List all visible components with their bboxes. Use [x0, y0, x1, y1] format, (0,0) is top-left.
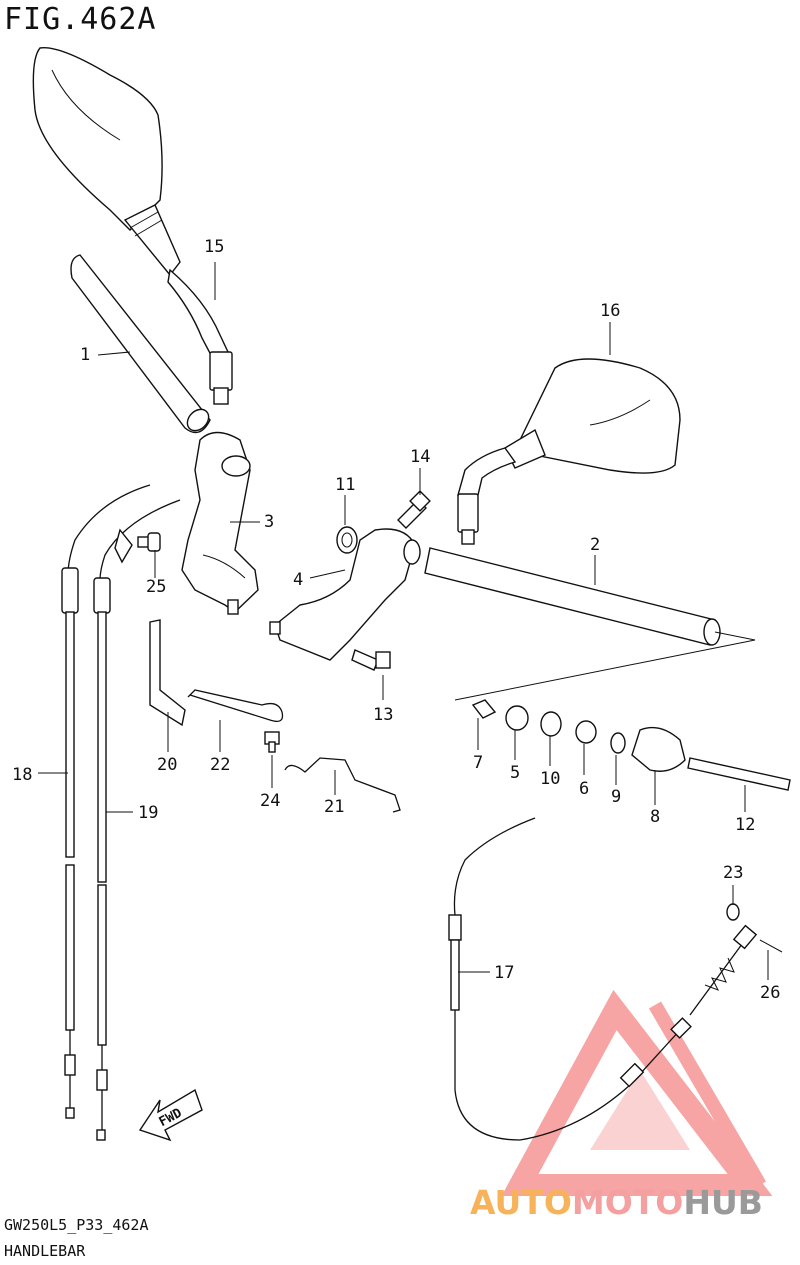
callout-26: 26: [760, 983, 780, 1003]
callout-24: 24: [260, 791, 280, 811]
callout-17: 17: [494, 963, 514, 983]
right-mirror: [457, 358, 681, 545]
figure-title: FIG.462A: [4, 2, 157, 37]
clamp-22: [187, 689, 284, 723]
callout-1: 1: [80, 345, 90, 365]
callout-11: 11: [335, 475, 355, 495]
cable-19: [93, 499, 181, 1141]
callout-20: 20: [157, 755, 177, 775]
callout-14: 14: [410, 447, 430, 467]
callout-18: 18: [12, 765, 32, 785]
callout-25: 25: [146, 577, 166, 597]
callout-4: 4: [293, 570, 303, 590]
watermark-logo: [501, 989, 773, 1196]
callout-2: 2: [590, 535, 600, 555]
watermark-part-moto: MOTO: [571, 1183, 684, 1222]
left-mirror: [32, 47, 233, 405]
screw-24: [264, 731, 280, 753]
callout-16: 16: [600, 301, 620, 321]
left-lever-holder: [181, 431, 259, 615]
callout-10: 10: [540, 769, 560, 789]
callout-6: 6: [579, 779, 589, 799]
callout-9: 9: [611, 787, 621, 807]
callouts: 1 2 3 4 5 6 7 8 9 10 11 12 13 14 15 16 1…: [12, 237, 780, 1003]
watermark-text: AUTOMOTOHUB: [470, 1183, 763, 1222]
wire-21: [284, 757, 401, 813]
callout-5: 5: [510, 763, 520, 783]
cable-17: [448, 817, 758, 1141]
callout-21: 21: [324, 797, 344, 817]
screw-25: [137, 532, 161, 552]
diagram-code: GW250L5_P33_462A: [4, 1216, 149, 1234]
bar-end-assembly: [471, 699, 791, 791]
watermark-part-hub: HUB: [683, 1183, 763, 1222]
diagram-name: HANDLEBAR: [4, 1242, 86, 1260]
bolt-23: [726, 903, 740, 921]
right-lever-holder: [269, 528, 421, 661]
callout-15: 15: [204, 237, 224, 257]
callout-13: 13: [373, 705, 393, 725]
callout-3: 3: [264, 512, 274, 532]
left-grip: [70, 254, 211, 434]
callout-8: 8: [650, 807, 660, 827]
callout-12: 12: [735, 815, 755, 835]
watermark-part-auto: AUTO: [470, 1183, 572, 1222]
handlebar-tube: [424, 547, 721, 646]
bracket-20: [149, 619, 186, 727]
leader-lines: [38, 262, 769, 980]
cable-18: [61, 484, 151, 1119]
pin-26: [759, 939, 783, 953]
bolt-13: [351, 649, 391, 671]
bolt-14: [397, 490, 431, 529]
weight-11: [336, 526, 358, 554]
fwd-arrow: FWD: [138, 1088, 203, 1142]
callout-19: 19: [138, 803, 158, 823]
callout-23: 23: [723, 863, 743, 883]
callout-22: 22: [210, 755, 230, 775]
callout-7: 7: [473, 753, 483, 773]
